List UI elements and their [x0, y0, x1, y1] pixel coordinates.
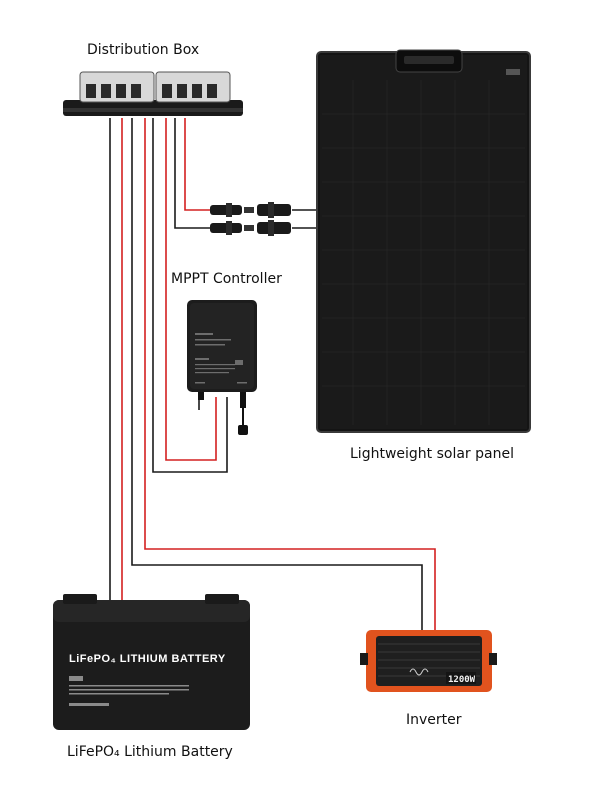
- label-battery: LiFePO₄ Lithium Battery: [67, 744, 233, 760]
- mc4-connector-top: [210, 202, 291, 218]
- panel-cell-grid: [322, 80, 525, 425]
- inverter-power-rating: 1200W: [448, 675, 476, 685]
- solar-negative-wire: [174, 118, 210, 229]
- mppt-negative-wire: [152, 118, 228, 473]
- mppt-controller: [187, 300, 257, 435]
- solar-positive-wire: [184, 118, 210, 211]
- label-solar-panel: Lightweight solar panel: [350, 446, 514, 462]
- mc4-connector-bottom: [210, 220, 291, 236]
- inverter-negative-wire: [131, 118, 423, 630]
- inverter: 1200W: [360, 630, 497, 692]
- distribution-box: [63, 71, 243, 116]
- battery: LiFePO₄ LITHIUM BATTERY: [53, 594, 250, 730]
- battery-face-title: LiFePO₄ LITHIUM BATTERY: [69, 653, 226, 665]
- mppt-positive-wire: [165, 118, 217, 461]
- label-mppt-controller: MPPT Controller: [171, 271, 282, 287]
- panel-tag: [506, 69, 520, 75]
- mc4-connectors: [210, 202, 291, 236]
- label-inverter: Inverter: [406, 712, 462, 728]
- inverter-positive-wire: [144, 118, 436, 630]
- label-distribution-box: Distribution Box: [87, 42, 199, 58]
- solar-panel: [316, 49, 531, 433]
- wiring: [109, 118, 436, 630]
- inverter-wave-icon: [409, 668, 429, 676]
